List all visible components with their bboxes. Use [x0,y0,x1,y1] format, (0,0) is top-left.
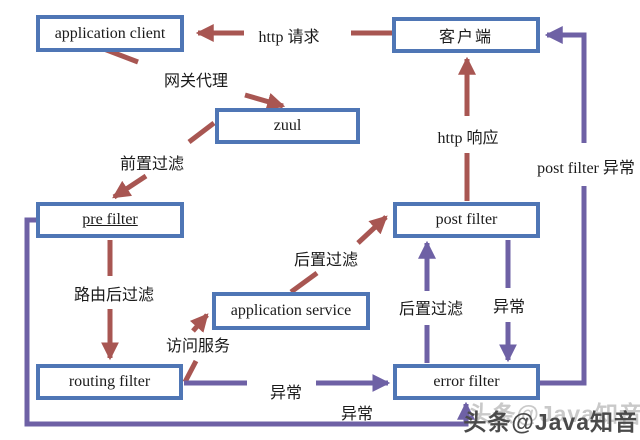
box-zuul: zuul [215,108,360,144]
arrow-post-filtering-seg2 [356,215,388,245]
box-application-service: application service [212,292,370,330]
label-http-request: http 请求 [258,29,320,46]
label-exception-bottom: 异常 [340,406,374,423]
label-gateway-proxy: 网关代理 [163,73,229,90]
label-access-service: 访问服务 [165,338,231,355]
label-exception-routing-to-error: 异常 [269,385,303,402]
arrow-pre-filtering-seg2 [112,173,148,200]
box-post-filter: post filter [393,202,540,238]
red-flow-arrows [101,24,476,384]
arrow-postfilter-exception-seg1 [540,186,587,386]
label-exception-post-to-error: 异常 [492,299,526,316]
label-pre-filtering: 前置过滤 [119,156,185,173]
arrow-pre-filtering-seg1 [187,121,216,144]
arrow-bottom-bypass [24,217,475,427]
box-client: 客户端 [392,17,540,53]
label-post-filtering-service: 后置过滤 [293,252,359,269]
label-filter-after-routing: 路由后过滤 [73,287,155,304]
box-pre-filter: pre filter [36,202,184,238]
box-error-filter: error filter [393,364,540,400]
arrow-postfilter-exception-seg2 [544,26,587,143]
label-post-filter-exception: post filter 异常 [537,160,635,177]
arrow-access-service-seg2 [189,313,209,333]
arrow-gateway-proxy-seg2 [244,92,286,111]
watermark: 头条@Java知音 [463,409,638,435]
label-post-filtering-error: 后置过滤 [398,301,464,318]
box-routing-filter: routing filter [36,364,183,400]
label-http-response: http 响应 [437,130,499,147]
arrow-post-filtering-seg1 [289,270,319,295]
box-application-client: application client [36,15,184,52]
purple-flow-arrows [24,26,587,427]
arrow-access-service-seg1 [182,359,199,384]
